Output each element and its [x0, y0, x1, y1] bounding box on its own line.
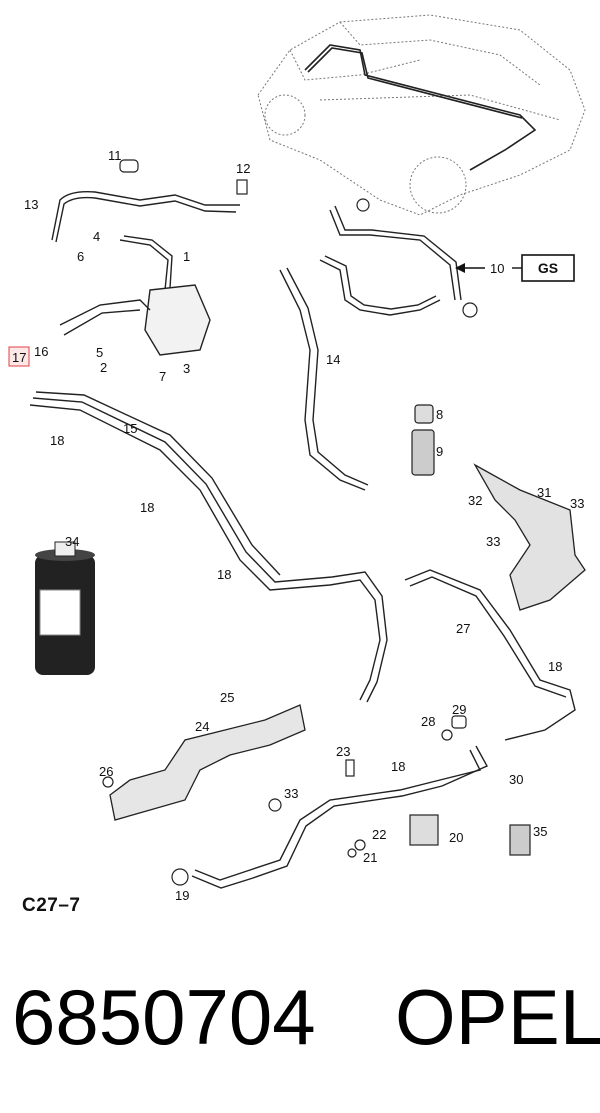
callout-label: 9	[436, 444, 443, 459]
part-number: 6850704	[12, 973, 316, 1061]
callout-label: 33	[284, 786, 298, 801]
callout-label: 19	[175, 888, 189, 903]
small-parts	[102, 159, 531, 886]
brand-name: OPEL	[395, 973, 600, 1061]
callout-label: 4	[93, 229, 100, 244]
callout-label: 28	[421, 714, 435, 729]
callout-label: 18	[140, 500, 154, 515]
callout-label: 5	[96, 345, 103, 360]
callout-label: 29	[452, 702, 466, 717]
callout-label: 25	[220, 690, 234, 705]
callout-label: 10	[490, 261, 504, 276]
pipe-assemblies	[29, 190, 576, 889]
callout-label: 18	[50, 433, 64, 448]
callout-label: 13	[24, 197, 38, 212]
reference-box-10: GS	[455, 254, 575, 282]
callout-labels: 1 2 3 4 5 6 7 8 9 10 11 12 13 14 15 16 1…	[12, 148, 584, 903]
diagram-code: C27–7	[22, 895, 81, 916]
callout-label: 33	[486, 534, 500, 549]
refrigerant-can	[35, 541, 95, 675]
callout-label: 6	[77, 249, 84, 264]
gs-label: GS	[538, 260, 558, 276]
highlight-box-17	[8, 346, 30, 367]
callout-label: 33	[570, 496, 584, 511]
callout-label: 8	[436, 407, 443, 422]
callout-label: 3	[183, 361, 190, 376]
callout-label: 34	[65, 534, 79, 549]
callout-label: 14	[326, 352, 340, 367]
callout-label: 35	[533, 824, 547, 839]
vehicle-ac-line	[304, 44, 537, 171]
callout-label: 18	[391, 759, 405, 774]
callout-label: 18	[548, 659, 562, 674]
callout-label: 31	[537, 485, 551, 500]
callout-label: 30	[509, 772, 523, 787]
callout-label: 15	[123, 421, 137, 436]
callout-label: 17	[12, 350, 26, 365]
callout-label: 22	[372, 827, 386, 842]
bracket-32	[473, 463, 586, 611]
vehicle-outline	[257, 14, 586, 216]
callout-label: 18	[217, 567, 231, 582]
callout-label: 2	[100, 360, 107, 375]
callout-label: 11	[108, 148, 122, 163]
callout-label: 7	[159, 369, 166, 384]
callout-label: 1	[183, 249, 190, 264]
callout-label: 32	[468, 493, 482, 508]
callout-label: 27	[456, 621, 470, 636]
callout-label: 26	[99, 764, 113, 779]
callout-label: 21	[363, 850, 377, 865]
callout-label: 16	[34, 344, 48, 359]
callout-label: 20	[449, 830, 463, 845]
callout-label: 12	[236, 161, 250, 176]
heat-shield	[109, 704, 306, 821]
callout-label: 24	[195, 719, 209, 734]
callout-label: 23	[336, 744, 350, 759]
